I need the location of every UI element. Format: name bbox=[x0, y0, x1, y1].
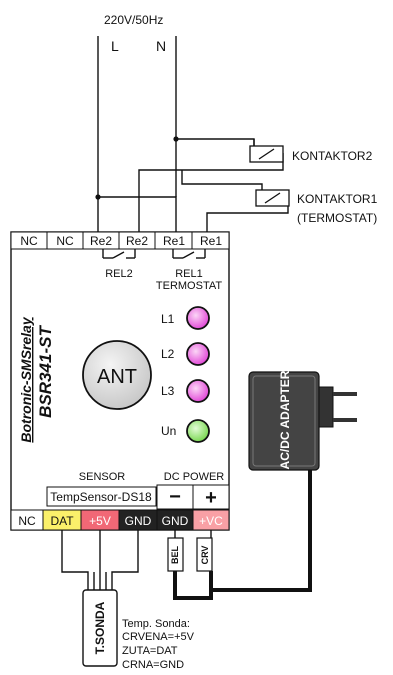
top-terminal-re1a: Re1 bbox=[163, 234, 185, 248]
bottom-terminal-dat: DAT bbox=[50, 514, 74, 528]
thermostat-label: TERMOSTAT bbox=[156, 280, 222, 292]
sensor-section-label: SENSOR bbox=[79, 471, 126, 483]
sonda-legend-title: Temp. Sonda: bbox=[122, 618, 190, 630]
sonda-legend-black: CRNA=GND bbox=[122, 659, 184, 671]
top-terminal-nc1: NC bbox=[20, 234, 38, 248]
led-un-icon bbox=[186, 419, 210, 443]
led-l3-icon bbox=[186, 379, 210, 403]
led-l2-icon bbox=[186, 342, 210, 366]
led-l1-icon bbox=[186, 306, 210, 330]
adapter-label: AC/DC ADAPTER bbox=[278, 370, 292, 469]
dc-minus-symbol: − bbox=[169, 486, 181, 508]
mains-label: 220V/50Hz bbox=[104, 13, 163, 27]
sensor-wiring bbox=[61, 530, 139, 590]
top-terminal-re2a: Re2 bbox=[90, 234, 112, 248]
relay1-label: REL1 bbox=[175, 268, 203, 280]
contactor1-label: KONTAKTOR1 bbox=[297, 192, 378, 206]
led-label-l2: L2 bbox=[161, 347, 175, 361]
led-label-l3: L3 bbox=[161, 384, 175, 398]
neutral-label: N bbox=[156, 38, 166, 54]
bottom-terminal-5v: +5V bbox=[89, 514, 111, 528]
dc-plus-symbol: + bbox=[205, 487, 217, 509]
power-wiring bbox=[167, 470, 312, 600]
bottom-terminal-vc: +VC bbox=[199, 514, 223, 528]
bottom-terminal-gnd-sensor: GND bbox=[125, 514, 152, 528]
device-model: BSR341-ST bbox=[36, 325, 55, 418]
bottom-terminal-strip bbox=[10, 509, 230, 531]
contactor1-sublabel: (TERMOSTAT) bbox=[297, 211, 377, 225]
line-label: L bbox=[111, 38, 119, 54]
temp-probe-body bbox=[82, 589, 118, 667]
led-label-un: Un bbox=[161, 424, 176, 438]
top-terminal-re1b: Re1 bbox=[200, 234, 222, 248]
temp-sensor-header bbox=[46, 486, 157, 507]
ac-dc-adapter bbox=[248, 371, 357, 471]
temp-sensor-label: TempSensor-DS18 bbox=[50, 490, 152, 504]
wire-tag-crv: CRV bbox=[200, 546, 210, 565]
contactor2-label: KONTAKTOR2 bbox=[292, 149, 373, 163]
led-label-l1: L1 bbox=[161, 312, 175, 326]
contactor1-coil bbox=[255, 189, 290, 207]
antenna-label: ANT bbox=[97, 366, 137, 388]
device-brand: Botronic-SMSrelay bbox=[18, 316, 34, 442]
top-terminal-strip bbox=[10, 231, 230, 250]
wire-tag-bel: BEL bbox=[170, 545, 180, 564]
sonda-legend-red: CRVENA=+5V bbox=[122, 631, 195, 643]
top-terminal-nc2: NC bbox=[56, 234, 74, 248]
antenna-connector bbox=[82, 340, 152, 410]
relay1-switch-symbol bbox=[172, 249, 206, 259]
sonda-legend-yellow: ZUTA=DAT bbox=[122, 645, 178, 657]
temp-probe-tag: T.SONDA bbox=[93, 601, 107, 654]
dc-plus-cell bbox=[192, 484, 230, 510]
relay2-switch-symbol bbox=[102, 249, 136, 259]
top-terminal-re2b: Re2 bbox=[126, 234, 148, 248]
relay2-label: REL2 bbox=[105, 268, 133, 280]
bottom-terminal-gnd-power: GND bbox=[162, 514, 189, 528]
dc-power-section-label: DC POWER bbox=[164, 471, 225, 483]
contactor2-coil bbox=[249, 145, 284, 163]
bottom-terminal-nc: NC bbox=[18, 514, 36, 528]
